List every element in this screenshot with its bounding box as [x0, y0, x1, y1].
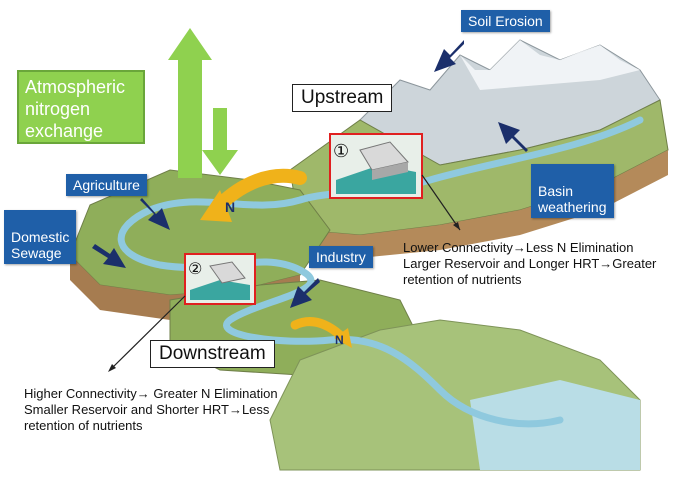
n-flux-arrow-upper — [213, 168, 307, 212]
basin-weathering-arrow-icon — [498, 122, 528, 152]
industry-text: Industry — [316, 249, 366, 265]
atmospheric-nitrogen-exchange-label: Atmospheric nitrogen exchange — [17, 70, 145, 144]
dam-1-inset: ① — [329, 133, 423, 199]
marker-2: ② — [188, 259, 202, 278]
input-arrows — [92, 40, 528, 308]
domestic-sewage-text: Domestic Sewage — [11, 229, 70, 261]
downstream-note-line-1: Higher Connectivity→ Greater N Eliminati… — [24, 386, 278, 401]
upstream-text: Upstream — [301, 87, 384, 108]
marker-1: ① — [333, 141, 349, 162]
dam-1-leader-arrowhead — [453, 222, 460, 230]
big-up-arrow-icon — [168, 28, 212, 178]
sea — [470, 380, 640, 470]
agriculture-label: Agriculture — [66, 174, 147, 196]
industry-label: Industry — [309, 246, 373, 268]
atmospheric-text: Atmospheric nitrogen exchange — [25, 77, 126, 141]
n-label-lower: N — [335, 333, 344, 347]
soil-erosion-label: Soil Erosion — [461, 10, 550, 32]
basin-weathering-label: Basin weathering — [531, 164, 614, 218]
downstream-note-line-2: Smaller Reservoir and Shorter HRT→Less — [24, 402, 270, 417]
downstream-label: Downstream — [150, 340, 275, 368]
n-flux-arrow-lower — [290, 317, 345, 340]
n-flux-arrow-upper-head — [200, 190, 232, 222]
downstream-text: Downstream — [159, 343, 266, 364]
industry-arrow-icon — [290, 278, 320, 308]
agriculture-arrow-icon — [140, 198, 170, 230]
dam-1-leader-line — [421, 174, 461, 231]
mountain-snow — [460, 40, 640, 90]
down-arrow-icon — [202, 108, 238, 175]
basin-weathering-text: Basin weathering — [538, 183, 607, 215]
downstream-note: Higher Connectivity→ Greater N Eliminati… — [24, 386, 278, 434]
upstream-label: Upstream — [292, 84, 393, 112]
upstream-note-line-2: Larger Reservoir and Longer HRT→Greater — [403, 256, 657, 271]
agriculture-text: Agriculture — [73, 177, 140, 193]
upper-valley-side — [300, 150, 668, 258]
upstream-note: Lower Connectivity→Less N Elimination La… — [403, 240, 656, 288]
domestic-sewage-label: Domestic Sewage — [4, 210, 77, 264]
dam-2-leader-line — [109, 295, 186, 371]
n-flux-arrow-lower-head — [334, 328, 352, 348]
downstream-note-line-3: retention of nutrients — [24, 418, 143, 433]
soil-erosion-text: Soil Erosion — [468, 13, 543, 29]
n-label-upper: N — [225, 199, 235, 215]
domestic-sewage-arrow-icon — [92, 244, 126, 268]
soil-erosion-arrow-icon — [434, 40, 464, 72]
dam-2-leader-arrowhead — [108, 364, 116, 372]
upstream-note-line-1: Lower Connectivity→Less N Elimination — [403, 240, 634, 255]
dam-2-inset: ② — [184, 253, 256, 305]
atmospheric-arrows — [168, 28, 238, 178]
upstream-note-line-3: retention of nutrients — [403, 272, 522, 287]
